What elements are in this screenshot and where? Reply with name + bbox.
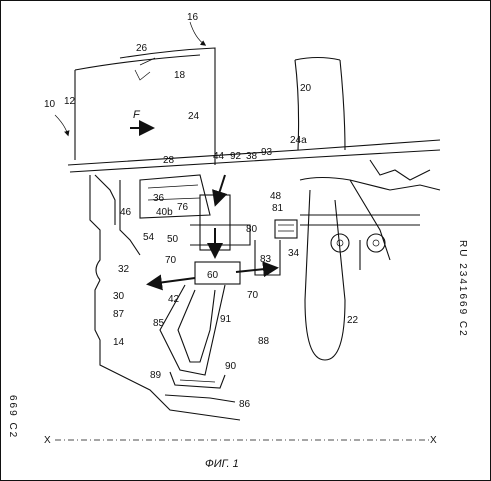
label-86: 86 [239,399,251,410]
label-22: 22 [347,315,359,326]
axis-x-right: X [430,435,437,446]
label-90: 90 [225,361,237,372]
label-70a: 70 [165,255,177,266]
disc-22 [299,159,441,361]
label-24a: 24a [290,135,307,146]
label-18: 18 [174,70,186,81]
label-50: 50 [167,234,179,245]
label-32: 32 [118,264,130,275]
flow-label: F [133,109,141,121]
label-10: 10 [44,99,56,110]
label-42: 42 [168,294,180,305]
label-40b: 40b [156,207,173,218]
label-70b: 70 [247,290,259,301]
label-81: 81 [272,203,284,214]
label-36: 36 [153,193,165,204]
label-28: 28 [163,155,175,166]
leader-arrows [54,21,207,137]
label-92: 92 [230,151,242,162]
label-14: 14 [113,337,125,348]
label-60: 60 [207,270,219,281]
label-93: 93 [261,147,273,158]
side-text-right: RU 2341669 C2 [457,240,468,338]
blade-20 [294,56,346,151]
figure-caption: ФИГ. 1 [205,458,239,470]
axis-x-left: X [44,435,51,446]
label-91: 91 [220,314,232,325]
label-89: 89 [150,370,162,381]
label-16: 16 [187,12,199,23]
label-85: 85 [153,318,165,329]
reference-labels: 10 12 14 16 18 20 22 24 24a 26 28 30 32 … [44,12,359,410]
side-text-left: 669 C2 [7,395,18,439]
label-80: 80 [246,224,258,235]
label-87: 87 [113,309,125,320]
upper-casing [67,47,441,173]
label-20: 20 [300,83,312,94]
label-46: 46 [120,207,132,218]
label-26: 26 [136,43,148,54]
label-44: 44 [213,151,225,162]
label-48: 48 [270,191,282,202]
label-24: 24 [188,111,200,122]
label-83: 83 [260,254,272,265]
label-38: 38 [246,151,258,162]
label-34: 34 [288,248,300,259]
label-88: 88 [258,336,270,347]
label-76: 76 [177,202,189,213]
label-54: 54 [143,232,155,243]
load-arrows [130,120,279,291]
label-30: 30 [113,291,125,302]
support-85 [159,284,236,403]
label-12: 12 [64,96,76,107]
